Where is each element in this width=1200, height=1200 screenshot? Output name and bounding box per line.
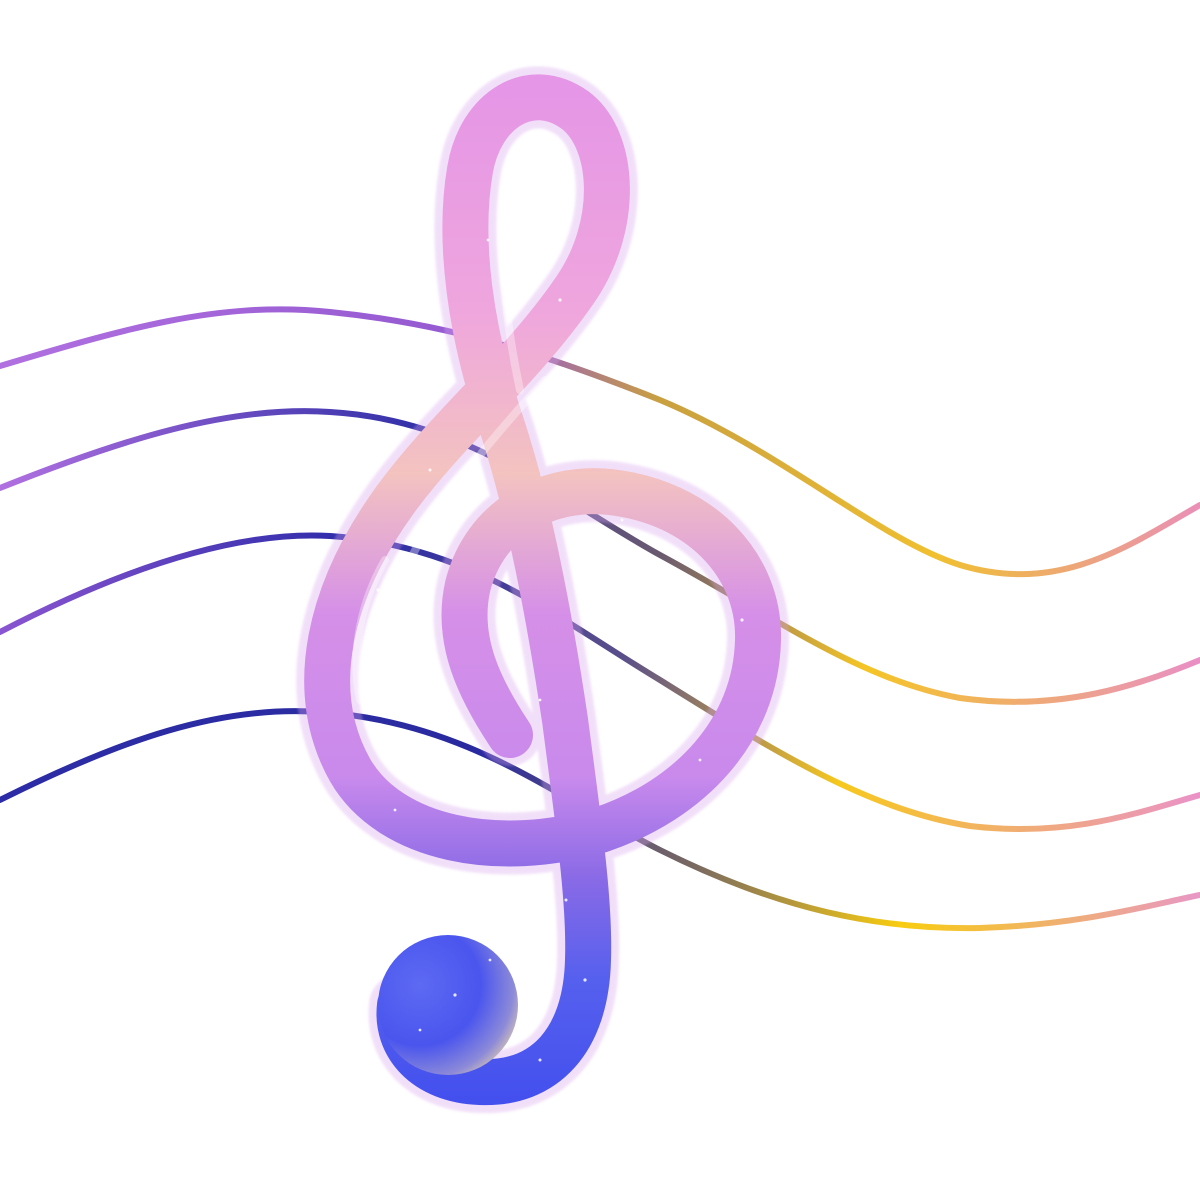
staff-line-1 [0, 306, 1200, 578]
treble-clef-body [304, 74, 781, 1106]
sparkle-dots [376, 138, 744, 1062]
treble-clef-ball [378, 935, 518, 1075]
treble-clef [296, 66, 789, 1114]
staff-line-3 [0, 532, 1200, 833]
staff-line-2 [0, 408, 1200, 705]
treble-clef-highlight [352, 176, 549, 704]
